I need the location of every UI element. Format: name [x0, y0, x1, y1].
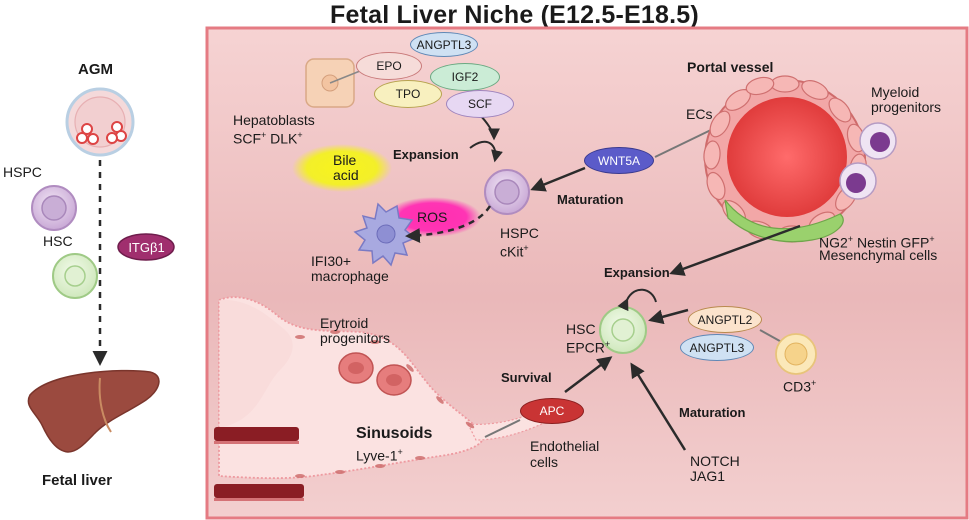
hspc-center-cell: [484, 169, 530, 215]
igf2-pill: IGF2: [430, 63, 500, 91]
erythroid-progenitor-2: [376, 364, 412, 396]
expansion-loop-arrow-top: [469, 140, 503, 163]
bile-acid-label-1: Bile: [333, 152, 357, 168]
ecs-label: ECs: [686, 106, 713, 122]
hspc-cell-left: [31, 185, 77, 231]
bile-acid-glow: [292, 144, 392, 192]
expansion-top-label: Expansion: [393, 147, 459, 162]
hepatoblasts-markers: SCF+ DLK+: [233, 130, 303, 147]
angptl-to-hsc-arrow: [648, 308, 689, 325]
ros-glow: [385, 197, 481, 237]
bile-acid-label-2: acid: [333, 167, 359, 183]
notch-to-hsc-arrow: [630, 362, 687, 451]
itgb1-label: ITGβ1: [128, 240, 165, 255]
agm-label: AGM: [78, 61, 113, 78]
endothelial-label-1: Endothelial: [530, 438, 600, 454]
macrophage-label-1: IFI30+: [311, 253, 352, 269]
cd3-label: CD3+: [783, 378, 817, 395]
ros-dashed-arrow: [405, 205, 492, 243]
ng2-label-1: NG2+ Nestin GFP+: [819, 234, 935, 251]
myeloid-label-2: progenitors: [871, 99, 942, 115]
erythroid-label-1: Erytroid: [320, 315, 369, 331]
mesenchymal-to-hsc-arrow: [669, 224, 801, 276]
lyve1-label: Lyve-1+: [356, 447, 403, 464]
ng2-label-2: Mesenchymal cells: [819, 247, 938, 263]
myeloid-progenitor-2: [839, 162, 877, 200]
ecs-to-wnt5a-line: [654, 127, 716, 158]
figure-title: Fetal Liver Niche (E12.5-E18.5): [330, 1, 699, 29]
erythroid-progenitor-1: [338, 352, 374, 384]
macrophage-label-2: macrophage: [311, 268, 389, 284]
epo-pill: EPO: [356, 52, 422, 80]
agm-illustration: [65, 87, 135, 157]
figure-title-bar: Fetal Liver Niche (E12.5-E18.5): [0, 0, 969, 30]
hepatoblasts-label: Hepatoblasts: [233, 112, 315, 128]
scf-pill: SCF: [446, 90, 514, 118]
hspc-center-label-2: cKit+: [500, 243, 529, 260]
angptl3-top-pill: ANGPTL3: [410, 32, 478, 57]
apc-pill: APC: [520, 398, 584, 424]
hsc-center-cell: [599, 306, 647, 354]
sinusoid-vessel-stripes: [214, 427, 304, 501]
jag1-label: JAG1: [690, 468, 726, 484]
hsc-cell-left: [52, 253, 98, 299]
expansion-loop-arrow-mid: [617, 288, 657, 312]
fetal-liver-organ: [27, 369, 160, 453]
hsc-center-label-1: HSC: [566, 321, 596, 337]
survival-label: Survival: [501, 370, 552, 385]
tpo-pill: TPO: [374, 80, 442, 108]
myeloid-progenitor-1: [859, 122, 897, 160]
myeloid-label-1: Myeloid: [871, 84, 920, 100]
erythroid-label-2: progenitors: [320, 330, 391, 346]
wnt5a-to-hspc-arrow: [530, 166, 586, 192]
portal-vessel: [703, 75, 867, 243]
hsc-left-label: HSC: [43, 233, 73, 249]
itgb1-pill: [117, 233, 175, 261]
expansion-mid-label: Expansion: [604, 265, 670, 280]
hspc-center-label-1: HSPC: [500, 225, 539, 241]
hspc-left-label: HSPC: [3, 164, 42, 180]
angptl2-pill: ANGPTL2: [688, 306, 762, 333]
sinusoids-label: Sinusoids: [356, 425, 433, 442]
portal-vessel-label: Portal vessel: [687, 59, 774, 75]
wnt5a-pill: WNT5A: [584, 147, 654, 174]
hsc-center-label-2: EPCR+: [566, 339, 611, 356]
notch-label: NOTCH: [690, 453, 740, 469]
cd3-cell: [775, 333, 817, 375]
endothelial-label-2: cells: [530, 454, 559, 470]
apc-to-hsc-arrow: [564, 356, 613, 393]
macrophage-cell: [353, 202, 417, 267]
endothelial-to-apc-line: [484, 419, 521, 438]
fetal-liver-label: Fetal liver: [42, 472, 113, 489]
ros-label: ROS: [417, 209, 448, 225]
maturation-top-label: Maturation: [557, 192, 624, 207]
angptl3-bottom-pill: ANGPTL3: [680, 334, 754, 361]
maturation-bottom-label: Maturation: [679, 405, 746, 420]
